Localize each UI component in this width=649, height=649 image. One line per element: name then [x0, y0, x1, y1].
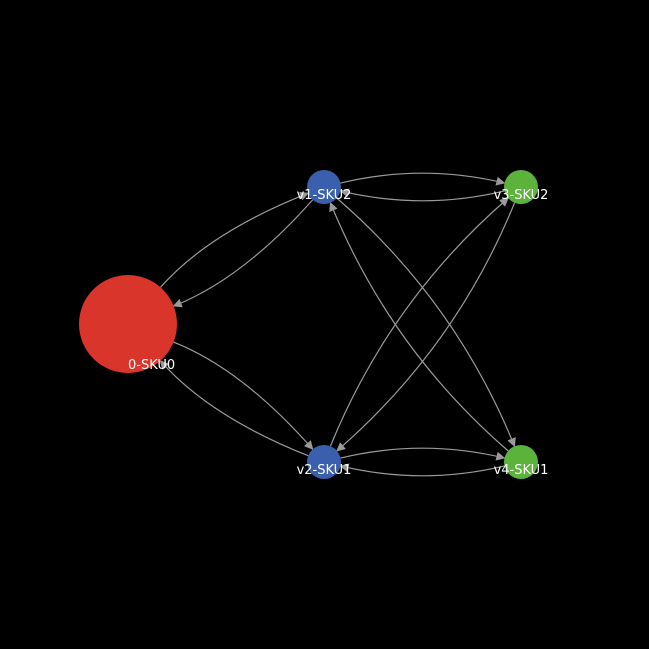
node-circle[interactable]	[79, 275, 177, 373]
node-label: v2-SKU1	[297, 463, 352, 478]
node-circle[interactable]	[504, 170, 538, 204]
edge-v4-SKU1-to-v2-SKU1	[339, 463, 505, 477]
edge-v1-SKU2-to-v3-SKU2	[340, 172, 506, 186]
node-label: 0-SKU0	[128, 358, 175, 373]
node-label: v3-SKU2	[494, 188, 549, 203]
edges-layer	[159, 172, 516, 477]
edge-v2-SKU1-to-0-SKU0	[159, 360, 309, 457]
edge-v1-SKU2-to-0-SKU0	[172, 199, 314, 308]
edge-0-SKU0-to-v1-SKU2	[160, 191, 310, 288]
edge-v2-SKU1-to-v3-SKU2	[329, 197, 509, 447]
edge-0-SKU0-to-v2-SKU1	[173, 341, 314, 450]
nodes-layer: 0-SKU0 v1-SKU2 v2-SKU1 v3-SKU2 v4-SKU1	[79, 170, 548, 479]
node-label: v4-SKU1	[494, 463, 549, 478]
node-v4-SKU1[interactable]: v4-SKU1	[494, 445, 549, 479]
node-v1-SKU2[interactable]: v1-SKU2	[297, 170, 352, 204]
node-circle[interactable]	[307, 445, 341, 479]
node-v3-SKU2[interactable]: v3-SKU2	[494, 170, 549, 204]
edge-v1-SKU2-to-v4-SKU1	[336, 197, 516, 448]
edge-v4-SKU1-to-v1-SKU2	[329, 201, 509, 452]
edge-v2-SKU1-to-v4-SKU1	[340, 447, 506, 461]
node-circle[interactable]	[504, 445, 538, 479]
edge-v3-SKU2-to-v1-SKU2	[339, 188, 505, 202]
edge-v3-SKU2-to-v2-SKU1	[336, 202, 516, 452]
node-v2-SKU1[interactable]: v2-SKU1	[297, 445, 352, 479]
node-0-SKU0[interactable]: 0-SKU0	[79, 275, 177, 373]
node-label: v1-SKU2	[297, 188, 352, 203]
node-circle[interactable]	[307, 170, 341, 204]
